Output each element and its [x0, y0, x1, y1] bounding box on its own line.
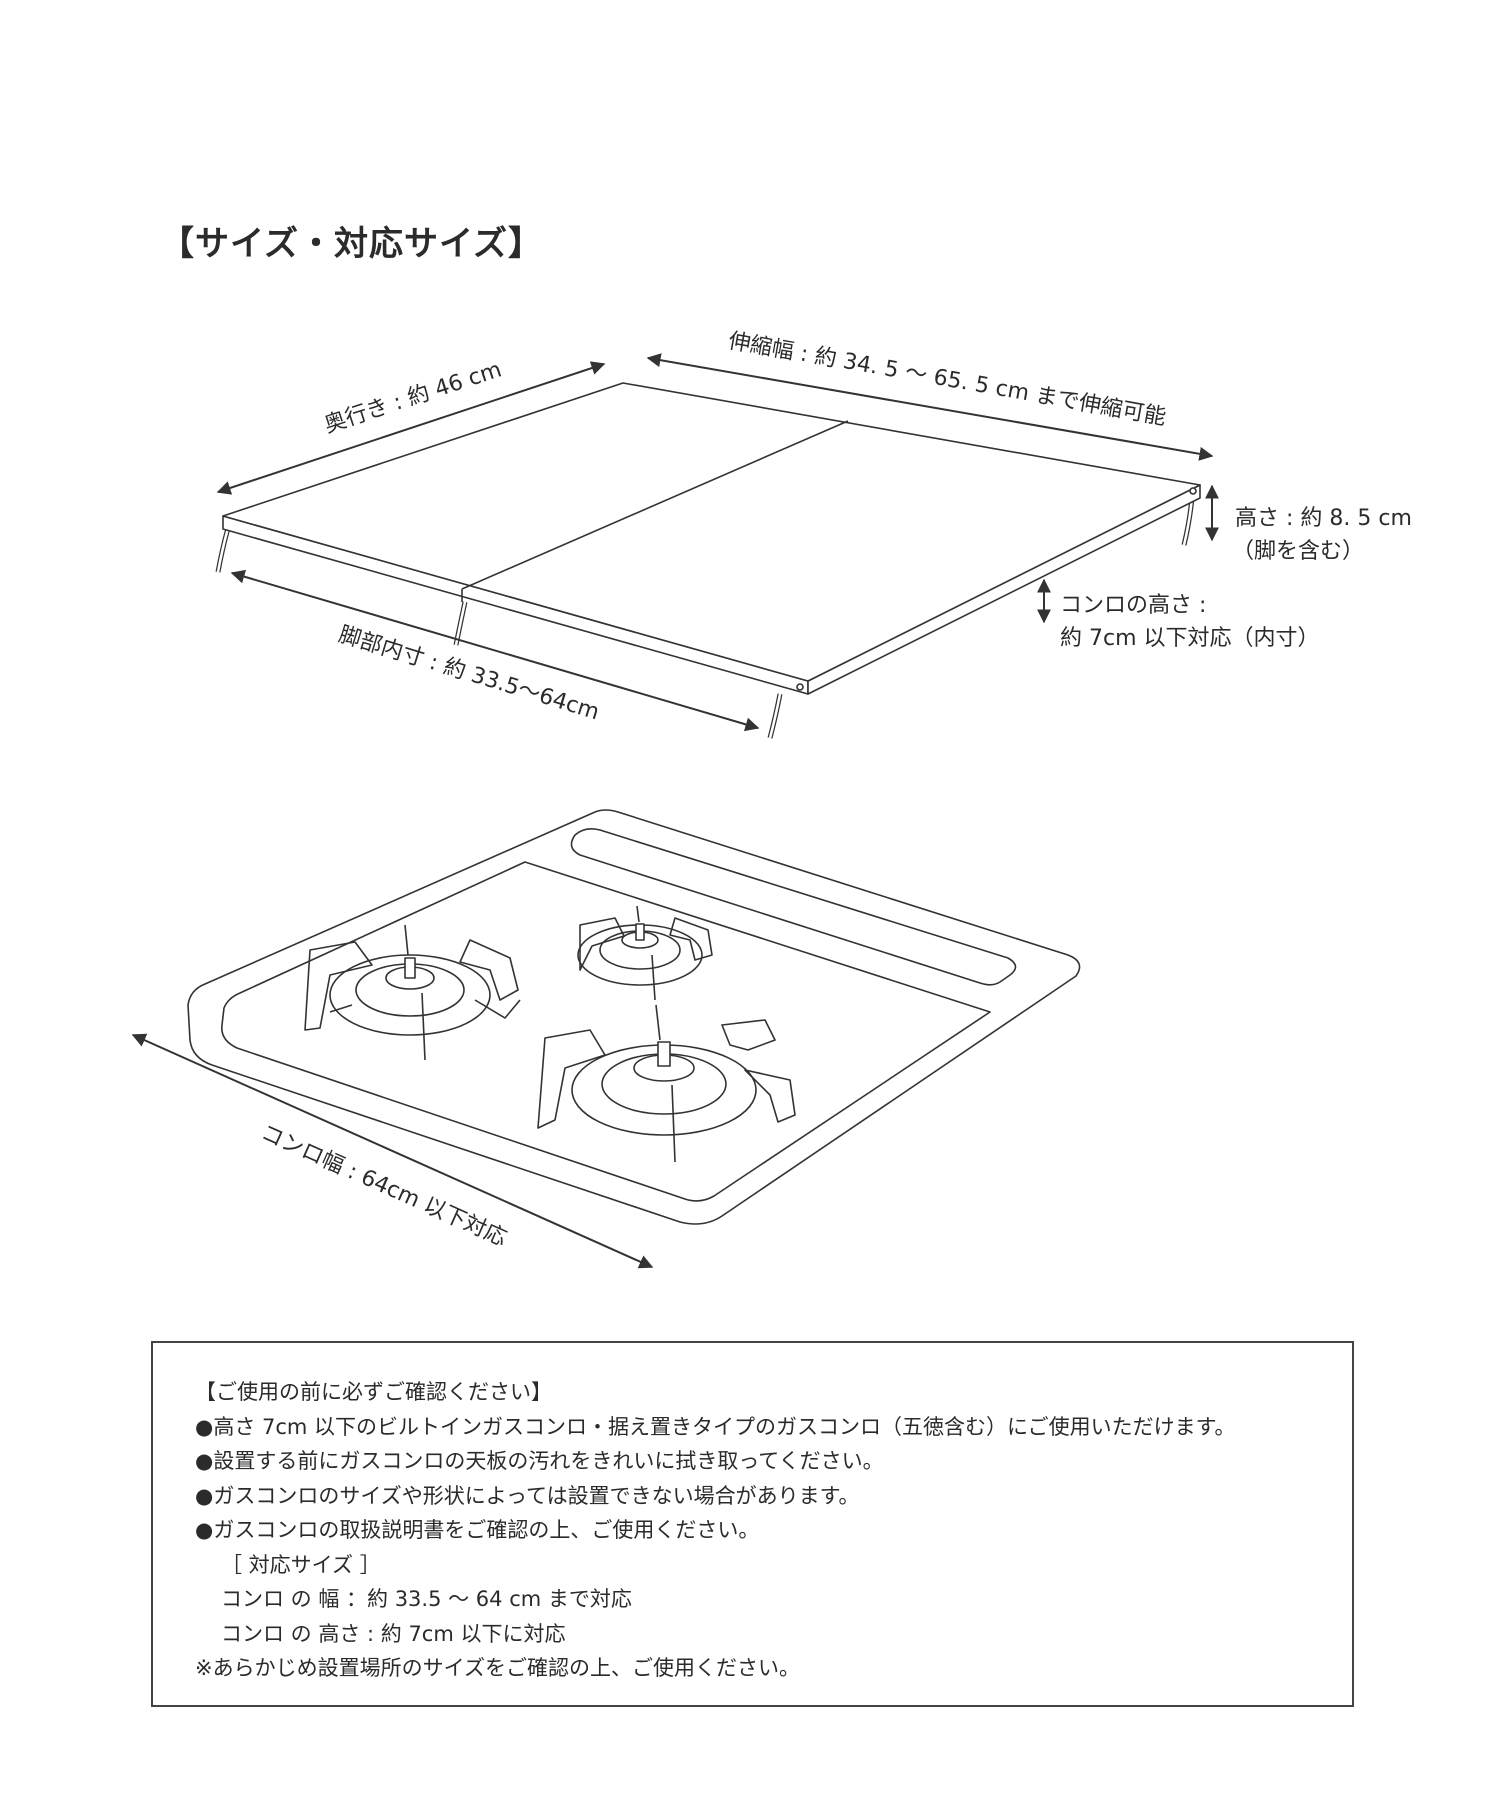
burner-bottom [537, 1004, 796, 1163]
depth-arrow [216, 361, 606, 495]
depth-label: 奥行き : 約 46 cm [321, 357, 505, 438]
height-label: 高さ : 約 8. 5 cm [1235, 506, 1412, 531]
leg-inner-arrow [230, 569, 760, 732]
footnote: ※あらかじめ設置場所のサイズをご確認の上、ご使用ください。 [195, 1656, 800, 1680]
stove-slot [570, 828, 1017, 986]
burner-top-right [577, 905, 713, 1001]
usage-notice-box: 【ご使用の前に必ずご確認ください】 ●高さ 7cm 以下のビルトインガスコンロ・… [151, 1341, 1354, 1707]
notice-heading: 【ご使用の前に必ずご確認ください】 [195, 1380, 552, 1404]
width-arrow [646, 353, 1214, 461]
stove-width-arrow [131, 1033, 654, 1269]
leg-inner-label: 脚部内寸 : 約 33.5〜64cm [336, 622, 602, 725]
size-width: コンロ の 幅 ：約 33.5 〜 64 cm まで対応 [221, 1587, 632, 1611]
stove-rack-illustration [215, 382, 1201, 739]
height-note: （脚を含む） [1232, 539, 1364, 564]
gas-stove-illustration [187, 809, 1081, 1225]
size-height: コンロ の 高さ : 約 7cm 以下に対応 [221, 1621, 566, 1646]
notice-bullet: ●高さ 7cm 以下のビルトインガスコンロ・据え置きタイプのガスコンロ（五徳含む… [195, 1414, 1236, 1439]
notice-bullet: ●ガスコンロの取扱説明書をご確認の上、ご使用ください。 [195, 1518, 760, 1542]
page-title: 【サイズ・対応サイズ】 [160, 224, 543, 264]
rack-leg [216, 527, 230, 573]
sizes-heading: ［ 対応サイズ ］ [221, 1552, 381, 1577]
notice-bullet: ●ガスコンロのサイズや形状によっては設置できない場合があります。 [195, 1483, 860, 1508]
stove-inner-panel [220, 861, 991, 1202]
stove-height-value: 約 7cm 以下対応（内寸） [1060, 626, 1320, 651]
dimension-arrows [131, 353, 1219, 1269]
rack-leg [768, 693, 782, 739]
stove-height-label: コンロの高さ : [1060, 593, 1206, 618]
notice-bullet: ●設置する前にガスコンロの天板の汚れをきれいに拭き取ってください。 [195, 1449, 884, 1473]
burner-left [304, 924, 521, 1061]
